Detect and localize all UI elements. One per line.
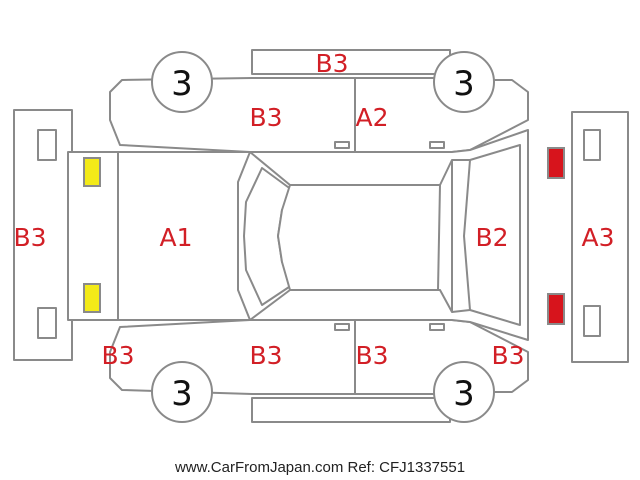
headlight-left xyxy=(83,283,101,313)
code-hood: A1 xyxy=(159,223,192,252)
code-right-front-door: B3 xyxy=(249,103,282,132)
code-left-front-door: B3 xyxy=(249,341,282,370)
wheel-front-right-count: 3 xyxy=(171,64,193,104)
code-front-bumper: B3 xyxy=(13,223,46,252)
wheel-rear-right-count: 3 xyxy=(453,64,475,104)
code-roof-top: B3 xyxy=(315,49,348,78)
right-side-panel xyxy=(109,77,529,185)
headlight-right xyxy=(83,157,101,187)
front-bumper xyxy=(13,109,73,361)
wheel-front-left: 3 xyxy=(151,361,213,423)
taillight-right xyxy=(547,147,565,179)
top-body xyxy=(67,129,529,341)
code-left-rear-fender: B3 xyxy=(491,341,524,370)
wheel-front-left-count: 3 xyxy=(171,374,193,414)
footer-reference: www.CarFromJapan.com Ref: CFJ1337551 xyxy=(174,459,465,476)
code-left-rear-door: B3 xyxy=(355,341,388,370)
right-roof-rail xyxy=(251,49,451,75)
left-roof-rail xyxy=(251,397,451,423)
wheel-front-right: 3 xyxy=(151,51,213,113)
wheel-rear-left-count: 3 xyxy=(453,374,475,414)
code-rear-bumper: A3 xyxy=(581,223,614,252)
rear-bumper xyxy=(571,111,629,363)
code-right-rear-door: A2 xyxy=(355,103,388,132)
wheel-rear-left: 3 xyxy=(433,361,495,423)
code-rear-door-glass: B2 xyxy=(475,223,508,252)
taillight-left xyxy=(547,293,565,325)
wheel-rear-right: 3 xyxy=(433,51,495,113)
code-left-front-fender: B3 xyxy=(101,341,134,370)
